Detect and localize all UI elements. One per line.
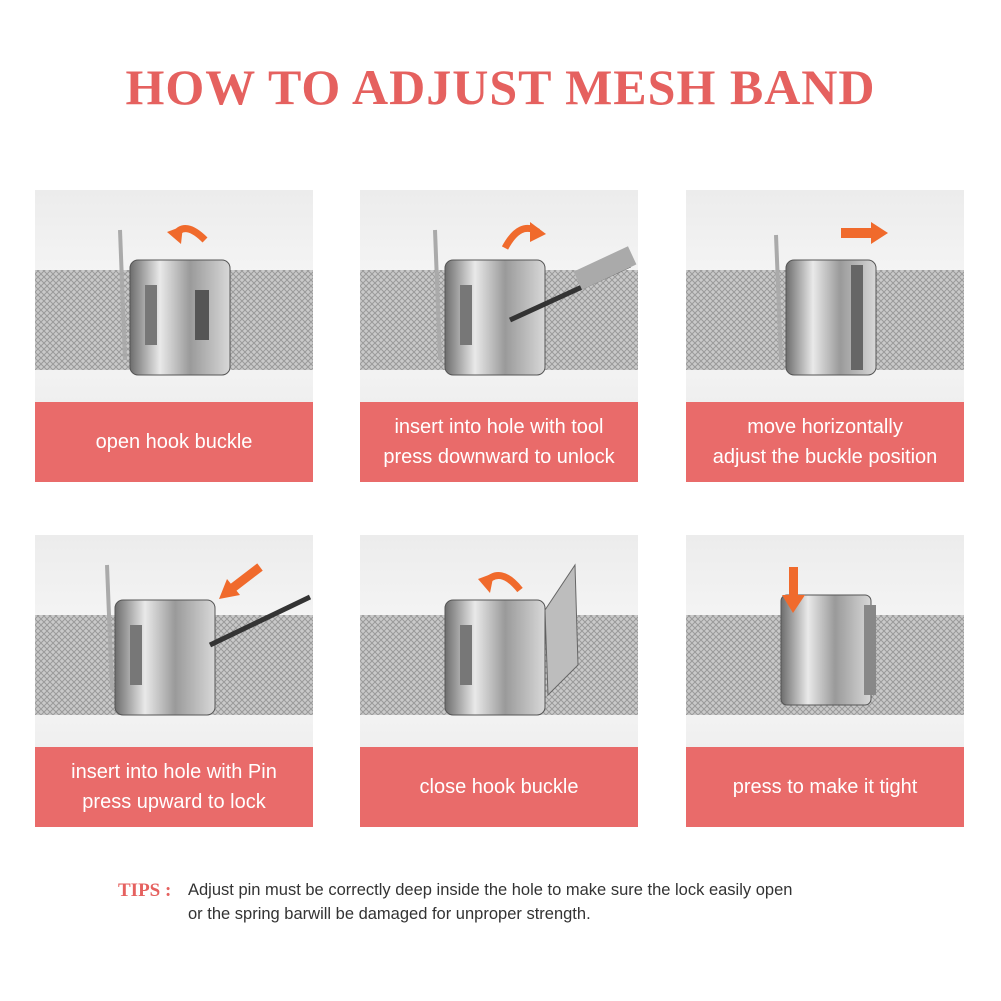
step-caption: insert into hole with Pin press upward t… [35,747,313,827]
caption-line: insert into hole with Pin [71,761,277,783]
tips-text-line-1: Adjust pin must be correctly deep inside… [188,881,793,899]
arrow-down-left-icon [227,563,263,594]
step-card-5: close hook buckle [360,535,638,827]
caption-line: open hook buckle [95,431,253,453]
step-card-6: press to make it tight [686,535,964,827]
buckle-illustration [360,222,638,376]
buckle-illustration [686,222,964,376]
arrow-down-icon [789,567,798,597]
step-photo-move [686,190,964,402]
step-card-3: move horizontally adjust the buckle posi… [686,190,964,482]
step-caption: insert into hole with tool press downwar… [360,402,638,482]
pin-tool-icon [208,594,312,648]
caption-line: move horizontally [747,416,903,438]
step-photo-tight [686,535,964,747]
buckle-illustration [360,563,638,716]
caption-line: press to make it tight [732,776,918,798]
step-photo-open-buckle [35,190,313,402]
step-card-2: insert into hole with tool press downwar… [360,190,638,482]
caption-line: close hook buckle [419,776,579,798]
buckle-illustration [35,225,313,376]
step-caption: open hook buckle [35,402,313,482]
page-title: HOW TO ADJUST MESH BAND [125,59,876,115]
caption-line: insert into hole with tool [394,416,604,438]
step-photo-close [360,535,638,747]
tips-label: TIPS : [118,880,172,901]
step-caption: press to make it tight [686,747,964,827]
step-card-1: open hook buckle [35,190,313,482]
step-card-4: insert into hole with Pin press upward t… [35,535,313,827]
caption-line: adjust the buckle position [712,446,938,468]
buckle-illustration [35,563,313,716]
step-photo-lock [35,535,313,747]
arrow-right-icon [841,228,871,238]
buckle-illustration [686,567,964,715]
caption-line: press upward to lock [82,791,266,813]
tips-text-line-2: or the spring barwill be damaged for unp… [188,905,591,923]
caption-line: press downward to unlock [383,446,615,468]
step-caption: move horizontally adjust the buckle posi… [686,402,964,482]
step-caption: close hook buckle [360,747,638,827]
step-photo-unlock [360,190,638,402]
